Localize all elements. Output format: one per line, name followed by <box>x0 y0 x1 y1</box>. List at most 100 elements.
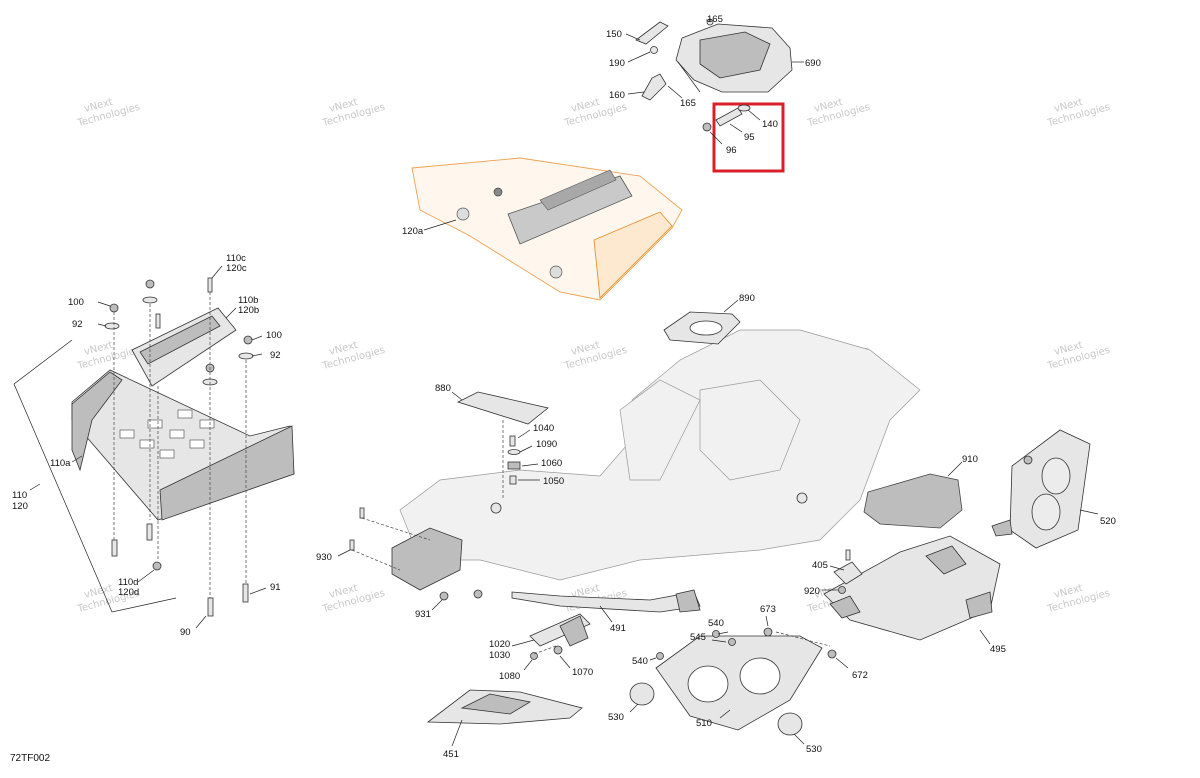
label-1020[interactable]: 1020 <box>489 639 510 650</box>
label-930[interactable]: 930 <box>316 552 332 563</box>
label-120[interactable]: 120 <box>12 501 28 512</box>
label-100-right[interactable]: 100 <box>266 330 282 341</box>
part-140-spring <box>737 104 751 112</box>
label-110b[interactable]: 110b <box>238 295 258 306</box>
part-690-assembly <box>625 18 804 101</box>
label-1080[interactable]: 1080 <box>499 671 520 682</box>
part-690-recess <box>699 31 771 79</box>
label-520[interactable]: 520 <box>1100 516 1116 527</box>
label-165-lower[interactable]: 165 <box>680 98 696 109</box>
label-540-left[interactable]: 540 <box>632 656 648 667</box>
part-100-nut <box>109 303 119 313</box>
label-120c[interactable]: 120c <box>226 263 247 274</box>
label-92-right[interactable]: 92 <box>270 350 281 361</box>
part-931-nut <box>439 591 449 601</box>
label-110a[interactable]: 110a <box>50 458 71 469</box>
body-panel-hole <box>796 492 808 504</box>
part-910-assembly <box>863 461 963 529</box>
label-405[interactable]: 405 <box>812 560 828 571</box>
part-545-nut <box>728 638 736 646</box>
part-495-pod <box>829 595 861 619</box>
part-110b-footpeg-teeth <box>139 315 221 365</box>
part-190-nut <box>650 46 658 54</box>
label-510[interactable]: 510 <box>696 718 712 729</box>
label-931[interactable]: 931 <box>415 609 431 620</box>
part-bolt <box>146 523 153 541</box>
label-890[interactable]: 890 <box>739 293 755 304</box>
label-491[interactable]: 491 <box>610 623 626 634</box>
label-96[interactable]: 96 <box>726 145 737 156</box>
label-540-top[interactable]: 540 <box>708 618 724 629</box>
label-91[interactable]: 91 <box>270 582 281 593</box>
part-451-inner <box>460 693 532 715</box>
label-140[interactable]: 140 <box>762 119 778 130</box>
label-530-left[interactable]: 530 <box>608 712 624 723</box>
part-495-pod <box>965 591 993 619</box>
label-120a[interactable]: 120a <box>402 226 424 237</box>
part-nut <box>145 279 155 289</box>
part-110b-footpeg <box>131 307 237 387</box>
main-body-panel <box>391 329 921 623</box>
part-930-screw <box>359 507 365 519</box>
part-110-assembly <box>13 265 295 629</box>
label-1070[interactable]: 1070 <box>572 667 593 678</box>
label-673[interactable]: 673 <box>760 604 776 615</box>
part-120a-nut <box>493 187 503 197</box>
label-190[interactable]: 190 <box>609 58 625 69</box>
label-120d[interactable]: 120d <box>118 587 139 598</box>
body-panel-left-pod <box>391 527 463 591</box>
label-880[interactable]: 880 <box>435 383 451 394</box>
label-95[interactable]: 95 <box>744 132 755 143</box>
label-910[interactable]: 910 <box>962 454 978 465</box>
part-673-nut <box>763 627 773 637</box>
part-110a-footboard-side <box>159 425 295 521</box>
label-120b[interactable]: 120b <box>238 305 259 316</box>
part-495-console <box>823 535 1001 641</box>
label-495[interactable]: 495 <box>990 644 1006 655</box>
part-96-nut <box>702 122 712 132</box>
part-491-strip <box>511 591 701 613</box>
label-110[interactable]: 110 <box>12 490 27 501</box>
part-672-nut <box>827 649 837 659</box>
label-150[interactable]: 150 <box>606 29 622 40</box>
body-panel-fold <box>619 379 701 481</box>
part-520-bracket <box>991 519 1013 537</box>
part-405-bracket <box>833 561 863 585</box>
label-160[interactable]: 160 <box>609 90 625 101</box>
label-92-left[interactable]: 92 <box>72 319 83 330</box>
label-165-top[interactable]: 165 <box>707 14 723 25</box>
fasteners-930-931 <box>337 507 483 611</box>
part-90-bolt <box>207 597 214 617</box>
body-panel-inner <box>699 379 801 481</box>
part-920-nut <box>838 586 846 594</box>
part-92-washer <box>104 322 120 330</box>
highlight-box-group <box>702 102 785 173</box>
label-110c[interactable]: 110c <box>226 253 246 264</box>
part-491-bracket <box>675 589 701 613</box>
label-110d[interactable]: 110d <box>118 577 138 588</box>
highlight-box[interactable] <box>712 102 785 173</box>
label-545[interactable]: 545 <box>690 632 706 643</box>
label-1050[interactable]: 1050 <box>543 476 564 487</box>
label-1040[interactable]: 1040 <box>533 423 554 434</box>
label-1030[interactable]: 1030 <box>489 650 510 661</box>
drawing-code: 72TF002 <box>10 753 51 764</box>
label-451[interactable]: 451 <box>443 749 459 760</box>
label-90[interactable]: 90 <box>180 627 191 638</box>
part-washer <box>142 296 158 304</box>
footboard-cutouts <box>119 409 215 459</box>
part-520-speaker-port <box>1031 493 1061 531</box>
label-530-right[interactable]: 530 <box>806 744 822 755</box>
part-1090-washer <box>507 449 521 455</box>
label-690[interactable]: 690 <box>805 58 821 69</box>
label-920[interactable]: 920 <box>804 586 820 597</box>
label-100-left[interactable]: 100 <box>68 297 84 308</box>
label-1090[interactable]: 1090 <box>536 439 557 450</box>
part-510-assembly <box>629 615 849 745</box>
part-120a-bolt <box>456 207 470 221</box>
part-150-bracket <box>635 21 669 45</box>
label-672[interactable]: 672 <box>852 670 868 681</box>
part-91-bolt <box>242 583 249 603</box>
label-1060[interactable]: 1060 <box>541 458 562 469</box>
part-520-nut <box>1023 455 1033 465</box>
